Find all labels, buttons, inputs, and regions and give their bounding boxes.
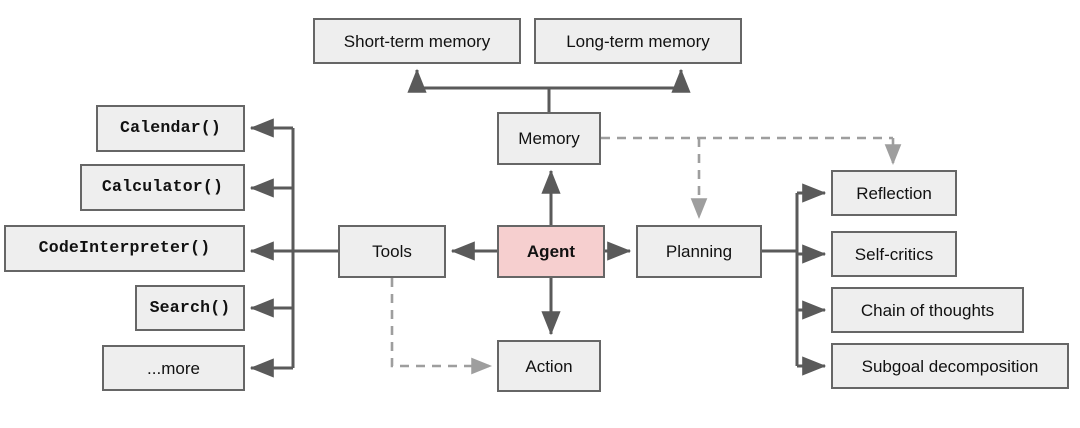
node-self-critics[interactable]: Self-critics — [831, 231, 957, 277]
node-label: Tools — [372, 242, 412, 261]
node-chain-of-thoughts[interactable]: Chain of thoughts — [831, 287, 1024, 333]
node-action[interactable]: Action — [497, 340, 601, 392]
node-long-term-memory[interactable]: Long-term memory — [534, 18, 742, 64]
node-short-term-memory[interactable]: Short-term memory — [313, 18, 521, 64]
edge-tools-to-action-dashed — [390, 278, 493, 375]
node-label: Long-term memory — [566, 31, 710, 51]
node-label: CodeInterpreter() — [38, 238, 211, 258]
node-label: Subgoal decomposition — [861, 356, 1039, 376]
node-search[interactable]: Search() — [135, 285, 245, 331]
node-label: Chain of thoughts — [860, 300, 995, 320]
node-calculator[interactable]: Calculator() — [80, 164, 245, 211]
node-agent[interactable]: Agent — [497, 225, 605, 278]
node-calendar[interactable]: Calendar() — [96, 105, 245, 152]
node-code-interpreter[interactable]: CodeInterpreter() — [4, 225, 245, 272]
node-reflection[interactable]: Reflection — [831, 170, 957, 216]
node-label: Short-term memory — [343, 31, 491, 51]
node-memory[interactable]: Memory — [497, 112, 601, 165]
node-label: Self-critics — [854, 244, 934, 264]
node-subgoal-decomposition[interactable]: Subgoal decomposition — [831, 343, 1069, 389]
node-label: Calculator() — [101, 177, 224, 197]
node-label: Memory — [518, 129, 580, 148]
node-planning[interactable]: Planning — [636, 225, 762, 278]
node-label: Calendar() — [119, 118, 222, 138]
node-label: Search() — [149, 297, 231, 317]
node-label: Action — [525, 356, 573, 376]
node-label: Reflection — [856, 183, 932, 203]
node-label: Agent — [526, 242, 576, 261]
node-label: ...more — [147, 358, 200, 378]
node-tools[interactable]: Tools — [338, 225, 446, 278]
node-label: Planning — [665, 242, 733, 261]
node-more[interactable]: ...more — [102, 345, 245, 391]
